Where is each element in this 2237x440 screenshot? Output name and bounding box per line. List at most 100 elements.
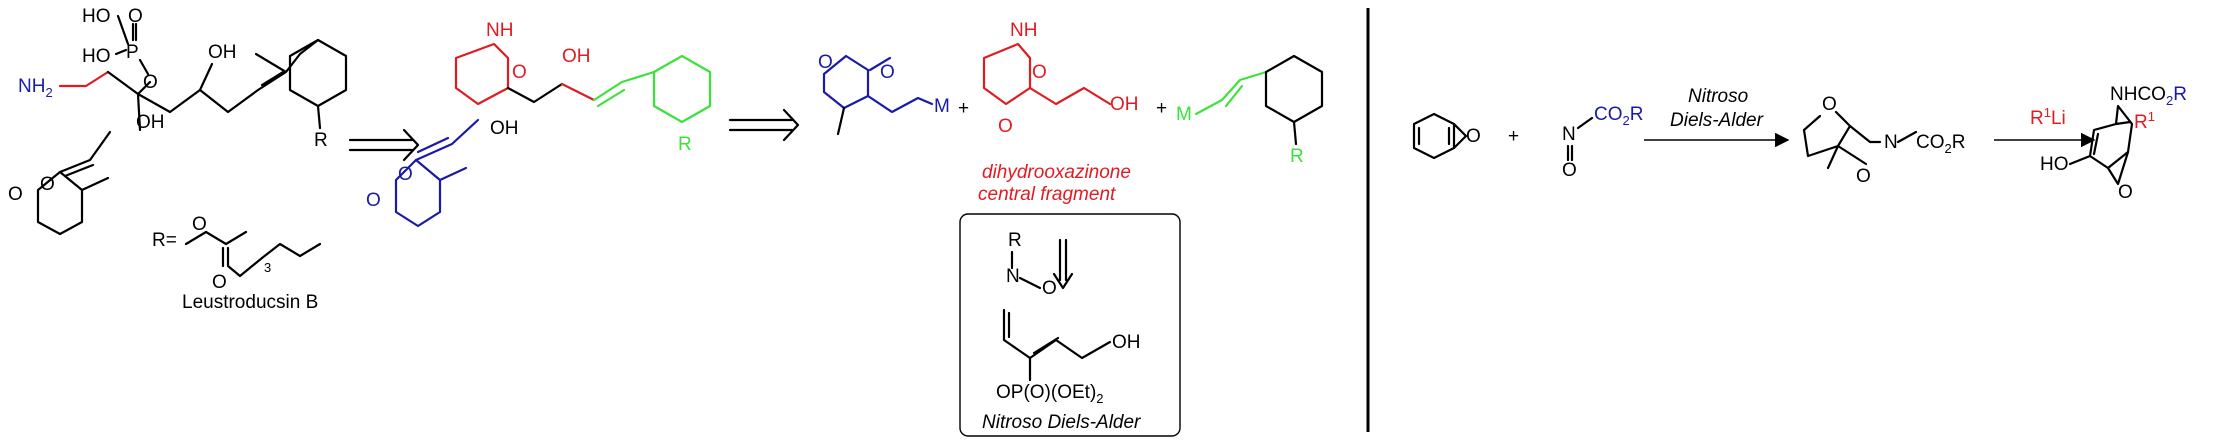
retro-arrow-1: [348, 128, 420, 162]
atom-r-green: R: [678, 134, 692, 155]
intermediate-structure: NH O OH R OH O O: [366, 20, 712, 228]
atom-r-box: R: [1008, 230, 1022, 251]
atom-ho-phosphate-2: HO: [82, 46, 111, 67]
fragment-dihydrooxazinone: NH O O OH dihydrooxazinone central fragm…: [978, 20, 1167, 205]
atom-o-ketone: O: [998, 116, 1013, 137]
intermediate-chain: [506, 82, 564, 104]
bicyclic-adduct: O N O CO2R: [1802, 94, 1965, 187]
reagent-bonds: [1566, 116, 1594, 162]
green-diene-bonds: [1194, 70, 1268, 116]
nitroso-reagent: N O CO2R: [1562, 104, 1643, 181]
intermediate-ethyl: [438, 166, 468, 182]
atom-o-intermediate-carbonyl: O: [366, 190, 381, 211]
atom-oh-fragment: OH: [1110, 94, 1139, 115]
oxazine-ring: [454, 42, 510, 106]
phosphate-bonds: [114, 14, 150, 76]
retro-arrow-2: [728, 108, 800, 142]
atom-o-pyranone: O: [40, 174, 55, 195]
atom-oh-secondary: OH: [208, 42, 237, 63]
arrow1-label-line2: Diels-Alder: [1670, 110, 1764, 131]
plus-sign-2: +: [1156, 98, 1167, 119]
atom-n-reagent: N: [1562, 124, 1576, 145]
atom-nh2: NH2: [18, 76, 53, 100]
atom-o-product-epoxide: O: [2118, 182, 2133, 203]
arrow1-label-line1: Nitroso: [1688, 86, 1748, 107]
diene-bonds: [254, 38, 320, 92]
atom-m-green: M: [1176, 104, 1192, 125]
arrow2-label: R1Li: [2030, 105, 2066, 129]
ethyl-bond: [80, 176, 110, 192]
nitroso-diels-alder-box: R N O OH OP(O)(OEt)2 Nitroso Diels-Alder: [959, 213, 1181, 437]
main-chain: [106, 70, 260, 132]
atom-o-reagent: O: [1562, 160, 1577, 181]
atom-o-box: O: [1042, 278, 1057, 299]
atom-o-fragment-carbonyl: O: [818, 52, 833, 73]
atom-n-box: N: [1006, 266, 1020, 287]
atom-o-fragment-ring: O: [880, 62, 895, 83]
vinyl-bond: [58, 130, 112, 178]
atom-ho-phosphate: HO: [82, 6, 111, 27]
aminocyclitol-product: NHCO2R R1 HO O: [2040, 84, 2187, 203]
atom-o-adduct: O: [1856, 166, 1871, 187]
atom-nh-oxazine: NH: [486, 20, 513, 41]
atom-m-blue: M: [934, 96, 950, 117]
atom-n-adduct: N: [1884, 132, 1898, 153]
green-cyclohexane: [1264, 54, 1324, 146]
atom-o-oxazine: O: [512, 62, 527, 83]
cyclohexane-ring: [288, 38, 348, 108]
benzene-oxide: O +: [1412, 112, 1519, 160]
box-reagent: OP(O)(OEt)2: [996, 382, 1104, 406]
side-chain-bonds: [184, 230, 322, 278]
atom-o-carbonyl: O: [8, 184, 23, 205]
target-name-label: Leustroducsin B: [182, 292, 318, 313]
atom-o-phosphate-top: O: [128, 6, 143, 27]
plus-sign-right: +: [1508, 126, 1519, 147]
dihydrooxazinone-bonds: [982, 42, 1112, 106]
atom-oh-intermediate-2: OH: [490, 118, 519, 139]
atom-o-epoxide: O: [1466, 126, 1481, 147]
intermediate-blue-vinyl: [414, 118, 480, 162]
plus-sign-1: +: [958, 98, 969, 119]
atom-o-fragment-oxazine: O: [1032, 62, 1047, 83]
atom-o-ester: O: [192, 214, 207, 235]
r-bond: [316, 104, 322, 130]
fragment-pyranone: O O M +: [818, 52, 969, 136]
oh-bond: [198, 62, 214, 92]
atom-oh-box: OH: [1112, 332, 1141, 353]
product-oh-epoxide-bonds: [2068, 150, 2130, 186]
atom-o-adduct-epoxide: O: [1822, 94, 1837, 115]
atom-oh-tertiary: OH: [136, 112, 165, 133]
fragment-pyranone-bonds: [822, 54, 934, 114]
fragment-ethyl: [836, 106, 846, 136]
product-ring-bonds: [2088, 104, 2134, 170]
atom-r-fragment-green: R: [1290, 146, 1304, 167]
atom-o-intermediate-pyranone: O: [398, 164, 413, 185]
benzene-oxide-bonds: [1412, 112, 1468, 160]
product-r1: R1: [2134, 109, 2155, 133]
atom-oh-intermediate: OH: [562, 46, 591, 67]
adduct-bonds: [1802, 110, 1882, 170]
adduct-n-bond: [1896, 130, 1918, 144]
subscript-three: 3: [264, 260, 271, 275]
atom-p: P: [126, 42, 139, 63]
aminoethyl-chain: [58, 70, 110, 88]
leustroducsin-b-structure: HO O P HO O NH2 OH OH R O O R= O O 3 Leu…: [8, 6, 348, 313]
reagent-co2r: CO2R: [1594, 104, 1643, 128]
box-bonds: [1010, 238, 1074, 290]
intermediate-cyclohexane: [652, 54, 712, 124]
adduct-co2r: CO2R: [1916, 132, 1965, 156]
intermediate-red-chain: [560, 82, 596, 102]
box-diene-bonds: [1002, 308, 1112, 360]
fragment-caption-line1: dihydrooxazinone: [982, 162, 1131, 183]
inset-frame: [959, 213, 1181, 437]
r-definition-prefix: R=: [152, 230, 177, 251]
atom-o-ester-carbonyl: O: [212, 272, 227, 293]
product-nhco2r: NHCO2R: [2110, 84, 2187, 108]
atom-r: R: [314, 130, 328, 151]
atom-ho-product: HO: [2040, 154, 2069, 175]
intermediate-green-diene: [592, 70, 656, 108]
atom-nh-fragment: NH: [1010, 20, 1037, 41]
box-caption: Nitroso Diels-Alder: [982, 412, 1141, 433]
fragment-caption-line2: central fragment: [978, 184, 1116, 205]
